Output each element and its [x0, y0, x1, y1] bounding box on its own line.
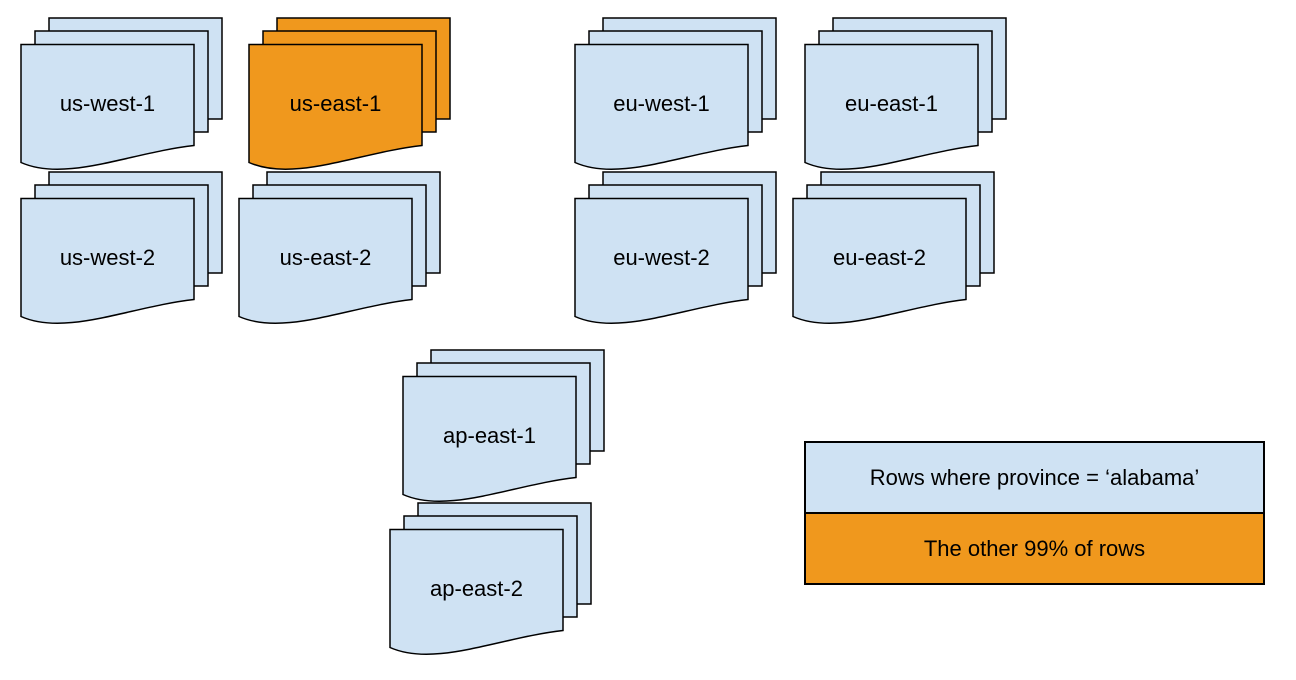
legend: Rows where province = ‘alabama’ The othe… — [804, 441, 1265, 585]
stacked-documents-icon — [389, 502, 592, 655]
stacked-documents-icon — [574, 17, 777, 170]
stacked-documents-icon — [248, 17, 451, 170]
stack-us-west-2: us-west-2 — [20, 171, 224, 327]
stack-eu-west-1: eu-west-1 — [574, 17, 778, 173]
legend-item-alabama-rows: Rows where province = ‘alabama’ — [806, 443, 1263, 512]
stacked-documents-icon — [804, 17, 1007, 170]
stack-us-east-2: us-east-2 — [238, 171, 442, 327]
stack-eu-east-2: eu-east-2 — [792, 171, 996, 327]
stack-eu-east-1: eu-east-1 — [804, 17, 1008, 173]
stacked-documents-icon — [792, 171, 995, 324]
stacked-documents-icon — [20, 171, 223, 324]
stack-ap-east-2: ap-east-2 — [389, 502, 593, 658]
stacked-documents-icon — [20, 17, 223, 170]
stacked-documents-icon — [574, 171, 777, 324]
stacked-documents-icon — [238, 171, 441, 324]
legend-item-label: The other 99% of rows — [923, 535, 1146, 561]
stack-us-west-1: us-west-1 — [20, 17, 224, 173]
stack-us-east-1: us-east-1 — [248, 17, 452, 173]
stack-eu-west-2: eu-west-2 — [574, 171, 778, 327]
legend-item-label: Rows where province = ‘alabama’ — [869, 464, 1200, 490]
legend-item-other-rows: The other 99% of rows — [806, 512, 1263, 583]
stack-ap-east-1: ap-east-1 — [402, 349, 606, 505]
stacked-documents-icon — [402, 349, 605, 502]
